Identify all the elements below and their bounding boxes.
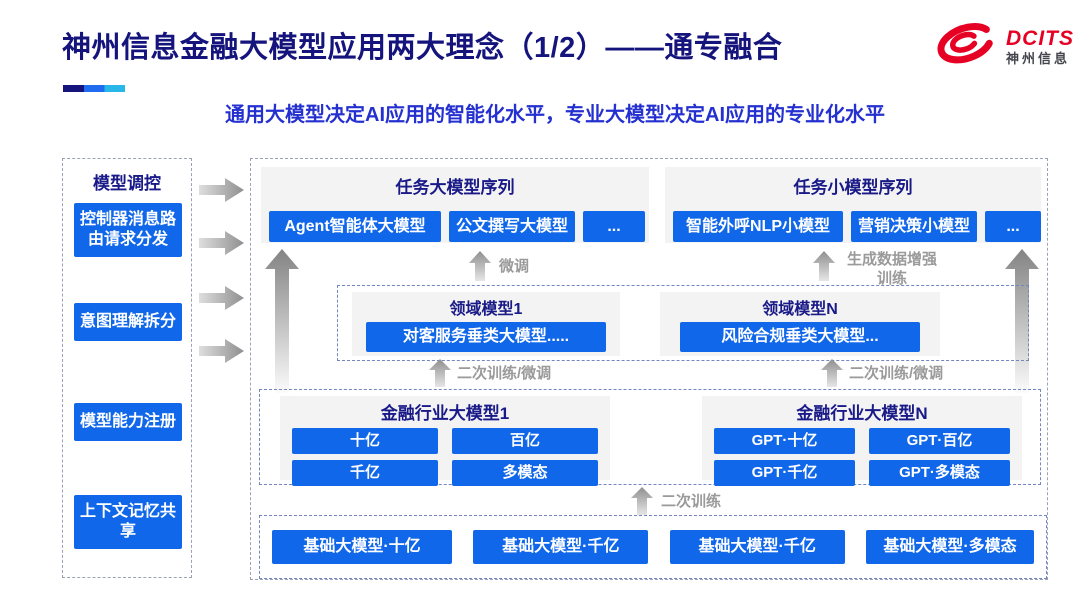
model-node-100b: 千亿 [292, 460, 438, 486]
gen-data-train-label: 生成数据增强训练 [846, 251, 937, 287]
flow-arrow-right-icon [199, 285, 245, 316]
up-arrow-icon [631, 487, 653, 520]
task-small-model-row: 智能外呼NLP小模型 营销决策小模型 ... [673, 211, 1041, 242]
model-node-customer-service: 对客服务垂类大模型..... [366, 322, 606, 352]
base-model-container: 基础大模型·十亿 基础大模型·千亿 基础大模型·千亿 基础大模型·多模态 [259, 515, 1047, 579]
model-node-nlp-call: 智能外呼NLP小模型 [673, 211, 843, 242]
model-node-base-multimodal: 基础大模型·多模态 [865, 530, 1034, 564]
logo-text: DCITS [1006, 26, 1074, 50]
tall-up-arrow-icon [1005, 249, 1039, 398]
model-node-gpt-10b: GPT·百亿 [869, 428, 1010, 454]
control-item-register: 模型能力注册 [74, 403, 182, 441]
control-item-context: 上下文记忆共享 [74, 495, 182, 549]
model-node-gpt-1b: GPT·十亿 [714, 428, 855, 454]
model-node-multimodal: 多模态 [452, 460, 598, 486]
domain-model-1-panel: 领域模型1 对客服务垂类大模型..... [352, 292, 620, 356]
control-item-intent: 意图理解拆分 [74, 303, 182, 341]
model-node-base-100b-2: 基础大模型·千亿 [669, 530, 845, 564]
second-train-label: 二次训练 [661, 493, 722, 510]
model-node-agent: Agent智能体大模型 [269, 211, 441, 242]
flow-arrow-right-icon [199, 230, 245, 261]
model-node-more: ... [583, 211, 645, 242]
model-node-gpt-100b: GPT·千亿 [714, 460, 855, 486]
industry-model-1-title: 金融行业大模型1 [380, 404, 510, 423]
domain-model-container: 领域模型1 对客服务垂类大模型..... 领域模型N 风险合规垂类大模型... [337, 285, 1029, 361]
model-control-panel: 模型调控 控制器消息路由请求分发 意图理解拆分 模型能力注册 上下文记忆共享 [62, 158, 192, 578]
model-control-title: 模型调控 [93, 174, 161, 193]
up-arrow-icon [469, 251, 491, 286]
task-large-model-row: Agent智能体大模型 公文撰写大模型 ... [269, 211, 645, 242]
model-node-risk-compliance: 风险合规垂类大模型... [680, 322, 920, 352]
flow-arrow-right-icon [199, 338, 245, 369]
page-title: 神州信息金融大模型应用两大理念（1/2）——通专融合 [62, 32, 783, 64]
task-large-model-title: 任务大模型序列 [395, 178, 515, 197]
model-node-more: ... [985, 211, 1041, 242]
task-small-model-panel: 任务小模型序列 智能外呼NLP小模型 营销决策小模型 ... [665, 167, 1041, 243]
model-node-marketing: 营销决策小模型 [851, 211, 977, 242]
tall-up-arrow-icon [265, 249, 299, 398]
dcits-logo: DCITS 神州信息 [928, 16, 1074, 77]
domain-model-1-title: 领域模型1 [449, 301, 523, 318]
logo-swirl-icon [928, 16, 1000, 77]
flow-arrow-right-icon [199, 177, 245, 208]
up-arrow-icon [429, 359, 451, 392]
page-subtitle: 通用大模型决定AI应用的智能化水平，专业大模型决定AI应用的专业化水平 [225, 104, 885, 126]
industry-model-n-panel: 金融行业大模型N GPT·十亿 GPT·百亿 GPT·千亿 GPT·多模态 [702, 396, 1022, 486]
industry-model-n-grid: GPT·十亿 GPT·百亿 GPT·千亿 GPT·多模态 [702, 424, 1022, 486]
title-accent-bar [63, 85, 125, 92]
control-item-router: 控制器消息路由请求分发 [74, 203, 182, 257]
domain-model-n-title: 领域模型N [762, 301, 838, 318]
model-node-base-100b: 基础大模型·千亿 [473, 530, 649, 564]
industry-model-container: 金融行业大模型1 十亿 百亿 千亿 多模态 金融行业大模型N GPT·十亿 GP… [259, 389, 1041, 486]
second-train-finetune-label: 二次训练/微调 [849, 365, 944, 382]
logo-text-block: DCITS 神州信息 [1006, 27, 1074, 66]
model-architecture-diagram: 任务大模型序列 Agent智能体大模型 公文撰写大模型 ... 任务小模型序列 … [250, 158, 1048, 580]
industry-model-1-panel: 金融行业大模型1 十亿 百亿 千亿 多模态 [280, 396, 610, 486]
task-large-model-panel: 任务大模型序列 Agent智能体大模型 公文撰写大模型 ... [261, 167, 649, 243]
up-arrow-icon [821, 359, 843, 392]
finetune-label: 微调 [499, 258, 530, 275]
task-small-model-title: 任务小模型序列 [793, 178, 913, 197]
logo-subtext: 神州信息 [1006, 50, 1071, 66]
base-model-row: 基础大模型·十亿 基础大模型·千亿 基础大模型·千亿 基础大模型·多模态 [260, 516, 1046, 578]
model-node-document: 公文撰写大模型 [449, 211, 575, 242]
industry-model-1-grid: 十亿 百亿 千亿 多模态 [280, 424, 610, 486]
model-node-base-1b: 基础大模型·十亿 [272, 530, 452, 564]
model-node-gpt-multimodal: GPT·多模态 [869, 460, 1010, 486]
domain-model-n-panel: 领域模型N 风险合规垂类大模型... [660, 292, 940, 356]
up-arrow-icon [813, 251, 835, 286]
industry-model-n-title: 金融行业大模型N [796, 404, 928, 423]
model-node-10b: 百亿 [452, 428, 598, 454]
model-node-1b: 十亿 [292, 428, 438, 454]
second-train-finetune-label: 二次训练/微调 [457, 365, 552, 382]
